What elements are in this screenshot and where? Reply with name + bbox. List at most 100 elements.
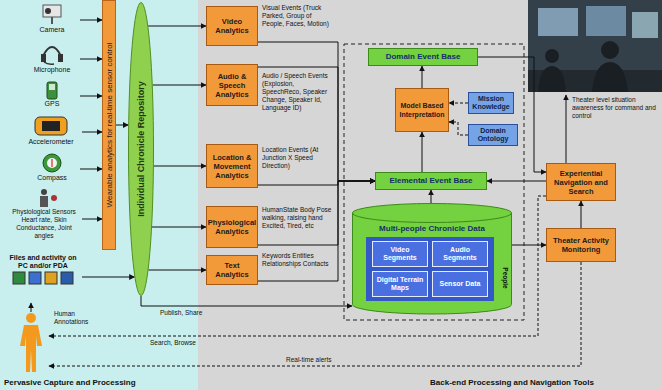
node-text: Theater Activity Monitoring <box>549 236 613 254</box>
node-text: Camera <box>40 26 65 34</box>
node-text: Physiological Sensors Heart rate, Skin C… <box>6 208 82 240</box>
operator-body <box>538 66 566 92</box>
device-icon: Accelerometer <box>20 114 82 150</box>
repository-ellipse-shape <box>129 3 154 296</box>
camera-lens <box>45 8 51 14</box>
connector <box>449 122 468 135</box>
process-box: Model Based Interpretation <box>395 88 449 132</box>
event-base-box: Elemental Event Base <box>375 172 487 190</box>
analytics-bar: Wearable analytics for real-time sensor … <box>102 0 116 250</box>
segment-box: Digital Terrain Maps <box>372 271 428 297</box>
operator-head <box>545 49 559 63</box>
annotation-label: Location Events (At Junction X Speed Dir… <box>262 146 332 170</box>
annotation-label: Theater level situation awareness for co… <box>572 96 658 120</box>
connector <box>80 96 102 97</box>
node-text: Experiential Navigation and Search <box>549 169 613 196</box>
annotation-label: People <box>501 263 509 293</box>
node-text: Digital Terrain Maps <box>374 276 426 292</box>
annotation-label: Pervasive Capture and Processing <box>4 378 194 388</box>
monitor <box>586 6 626 36</box>
device-icon: GPS <box>24 80 80 112</box>
camera-stand <box>51 17 53 24</box>
device-picture <box>20 114 82 138</box>
operator-photo <box>528 0 662 92</box>
file-icon <box>13 272 25 284</box>
file-icon <box>45 272 57 284</box>
node-text: Sensor Data <box>440 280 481 288</box>
node-text: Individual Chronicle Repository <box>136 81 146 217</box>
annotation-label: Real-time alerts <box>286 356 366 364</box>
node-text: Compass <box>37 174 67 182</box>
device-icon: Compass <box>24 152 80 186</box>
awareness-arrow <box>566 95 567 163</box>
node-text: Wearable analytics for real-time sensor … <box>105 43 114 208</box>
device-icon: Files and activity on PC and/or PDA <box>4 254 82 300</box>
node-text: Elemental Event Base <box>389 176 472 186</box>
connector <box>80 20 102 21</box>
process-box: Theater Activity Monitoring <box>546 228 616 262</box>
node-text: Multi-people Chronicle Data <box>352 224 512 234</box>
node-text: Domain Event Base <box>386 52 461 62</box>
node-text: Location & Movement Analytics <box>209 153 255 180</box>
device-picture <box>4 270 82 286</box>
node-text: Physiological Analytics <box>208 218 256 236</box>
gps-unit <box>47 82 57 99</box>
mic-boom <box>44 62 54 64</box>
knowledge-box: Domain Ontology <box>468 124 518 146</box>
device-picture <box>24 40 80 66</box>
process-box: Audio & Speech Analytics <box>206 64 258 106</box>
connector <box>422 132 423 172</box>
accelerometer-screen <box>42 121 60 131</box>
connector <box>82 132 102 133</box>
node-text: Audio Segments <box>434 246 486 262</box>
node-text: Text Analytics <box>209 261 255 279</box>
connector <box>258 42 375 181</box>
cylinder-body <box>353 204 512 314</box>
connector <box>449 103 468 104</box>
segment-box: Audio Segments <box>432 241 488 267</box>
connector <box>141 296 352 306</box>
device-picture <box>6 188 82 208</box>
earpiece <box>58 54 63 62</box>
annotation-label: Keywords Entities Relationships Contacts <box>262 252 332 268</box>
sensor-person-head <box>41 189 47 195</box>
node-text: Accelerometer <box>28 138 73 146</box>
human-head <box>26 313 36 323</box>
process-box: Physiological Analytics <box>206 206 258 248</box>
data-cylinder: Multi-people Chronicle DataVideo Segment… <box>352 203 512 315</box>
earpiece <box>41 54 46 62</box>
connector <box>512 245 546 246</box>
photo-ground <box>528 0 662 92</box>
sensor-person-body <box>40 196 48 207</box>
connector <box>258 67 375 181</box>
event-base-box: Domain Event Base <box>368 48 478 66</box>
connector <box>154 166 206 167</box>
monitor <box>538 8 578 36</box>
connector <box>80 169 102 170</box>
node-text: GPS <box>45 100 60 108</box>
annotation-label: Human Annotations <box>54 310 110 326</box>
cylinder-rim <box>353 213 512 222</box>
process-box: Video Analytics <box>206 6 258 46</box>
connector <box>82 219 102 220</box>
segment-box: Sensor Data <box>432 271 488 297</box>
accelerometer-body <box>35 117 67 135</box>
node-text: Mission Knowledge <box>470 95 512 111</box>
segment-panel <box>366 237 494 301</box>
repository-ellipse: Individual Chronicle Repository <box>128 2 154 296</box>
device-picture <box>24 80 80 100</box>
file-icon <box>29 272 41 284</box>
search-line <box>49 196 546 336</box>
monitor <box>632 12 658 38</box>
operator-head <box>601 41 619 59</box>
connector <box>478 57 546 172</box>
gps-screen <box>49 84 55 90</box>
annotation-label: Audio / Speech Events (Explosion, Speech… <box>262 72 332 112</box>
connector <box>80 59 102 60</box>
node-text: Audio & Speech Analytics <box>209 72 255 99</box>
compass-needle <box>52 159 53 167</box>
compass-face <box>47 158 57 168</box>
annotation-label: Back-end Processing and Navigation Tools <box>430 378 658 388</box>
connector <box>116 125 128 126</box>
process-box: Experiential Navigation and Search <box>546 163 616 201</box>
